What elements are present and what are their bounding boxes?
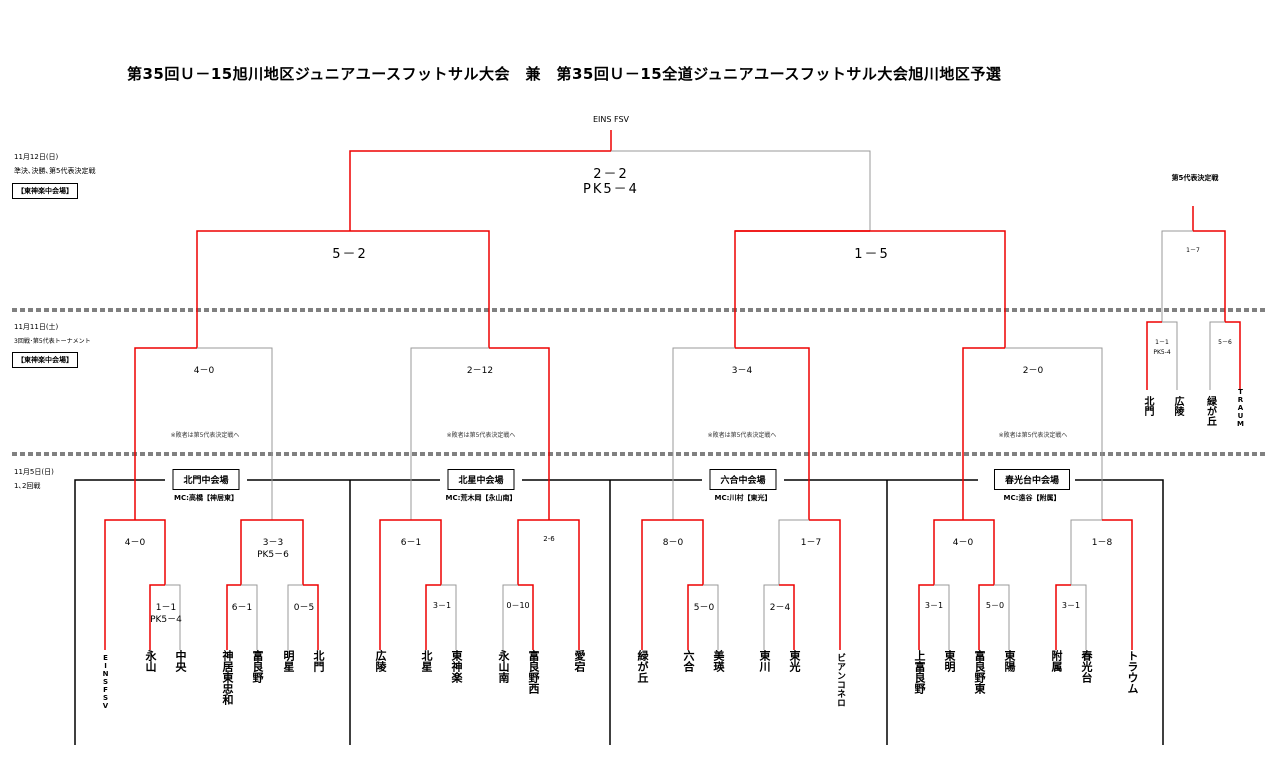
r3-score: 4－0 — [193, 366, 215, 376]
first-day-date: 11月5日(日) — [14, 468, 54, 476]
champion-label: EINS FSV — [592, 115, 630, 124]
r1-score: 3－1 — [432, 601, 452, 610]
team-name: 愛宕 — [573, 650, 586, 672]
page-title: 第35回Ｕ－15旭川地区ジュニアユースフットサル大会 兼 第35回Ｕ－15全道ジ… — [127, 65, 1002, 83]
final-pk: PK5－4 — [583, 182, 639, 197]
loser-note: ※敗者は第5代表決定戦へ — [998, 432, 1068, 439]
r3-score: 2－0 — [1022, 366, 1044, 376]
team-name: 春光台 — [1080, 650, 1093, 683]
team-name: 六合 — [682, 650, 695, 672]
mid-day-date: 11月11日(土) — [14, 323, 59, 331]
venue-box: 六合中会場 — [709, 469, 777, 490]
team-name: トラウム — [1126, 650, 1139, 694]
final-day-date: 11月12日(日) — [14, 153, 59, 161]
r2-score: 4－0 — [952, 538, 974, 548]
team-name: 東神楽 — [450, 650, 463, 683]
r1-score: 5－0 — [693, 603, 715, 613]
r3-score: 3－4 — [731, 366, 753, 376]
r2-score: 4－0 — [124, 538, 146, 548]
team-name: EINSFSV — [101, 654, 110, 710]
r1-score: 3－1 — [924, 601, 944, 610]
r1-score: 3－1 — [1061, 601, 1081, 610]
loser-note: ※敗者は第5代表決定戦へ — [707, 432, 777, 439]
first-day-desc: 1､2回戦 — [14, 482, 41, 490]
final-day-venue: 【東神楽中会場】 — [12, 183, 78, 199]
venue-mc: MC:遠谷【附属】 — [1003, 494, 1061, 502]
venue-box: 北門中会場 — [172, 469, 240, 490]
team-name: 明星 — [282, 650, 295, 672]
final-day-desc: 準決､決勝､第5代表決定戦 — [14, 167, 96, 175]
r1-score-pk: PK5－4 — [150, 615, 182, 625]
team-name: 富良野東 — [973, 650, 986, 694]
round2-bracket — [104, 519, 1133, 650]
fifth-team: 緑が丘 — [1204, 396, 1216, 426]
r2-score: 6－1 — [400, 538, 422, 548]
team-name: 美瑛 — [712, 650, 725, 672]
loser-note: ※敗者は第5代表決定戦へ — [170, 432, 240, 439]
fifth-place-bracket — [1146, 206, 1241, 390]
team-name: 北星 — [420, 650, 433, 672]
r1-score: 6－1 — [231, 603, 253, 613]
loser-note: ※敗者は第5代表決定戦へ — [446, 432, 516, 439]
r1-score: 0－5 — [293, 603, 315, 613]
fifth-team: 広陵 — [1172, 396, 1183, 416]
round1-bracket — [149, 584, 1087, 650]
venue-box: 北星中会場 — [447, 469, 515, 490]
fifth-title: 第5代表決定戦 — [1171, 174, 1219, 182]
final-score: 2－2 — [593, 167, 629, 182]
team-name: 東明 — [943, 650, 956, 672]
team-name: 北門 — [312, 650, 325, 672]
mid-day-desc: 3回戦･第5代表トーナメント — [14, 338, 91, 345]
semi-left-score: 5－2 — [332, 247, 368, 262]
team-name: 東光 — [788, 650, 801, 672]
team-name: 上富良野 — [913, 650, 926, 694]
team-name: 中央 — [174, 650, 187, 672]
team-name: ビアンコネロ — [835, 653, 845, 707]
semi-right-score: 1－5 — [854, 247, 890, 262]
r2-score-pk: PK5－6 — [257, 550, 289, 560]
team-name: 附属 — [1050, 650, 1063, 672]
fifth-b-score: 5－6 — [1218, 339, 1232, 346]
fifth-team: 北門 — [1142, 396, 1153, 416]
fifth-a-score: 1－1 — [1155, 339, 1169, 346]
final-bracket — [196, 130, 1006, 348]
r1-score: 1－1 — [155, 603, 177, 613]
venue-mc: MC:高橋【神居東】 — [174, 494, 238, 502]
r2-score: 1－8 — [1091, 538, 1113, 548]
team-name: 永山南 — [497, 650, 510, 683]
team-name: 東陽 — [1003, 650, 1016, 672]
r2-score: 1－7 — [800, 538, 822, 548]
mid-day-venue: 【東神楽中会場】 — [12, 352, 78, 368]
venue-mc: MC:川村【東光】 — [714, 494, 772, 502]
venue-box: 春光台中会場 — [993, 469, 1071, 490]
fifth-team: TRAUM — [1236, 388, 1245, 428]
r2-score: 3－3 — [262, 538, 284, 548]
team-name: 永山 — [144, 650, 157, 672]
r1-score: 2－4 — [769, 603, 791, 613]
r1-score: 5－0 — [985, 601, 1005, 610]
fifth-a-pk: PK5-4 — [1153, 349, 1171, 356]
fifth-final-score: 1－7 — [1186, 247, 1200, 254]
venue-frame — [74, 479, 1164, 745]
r1-score: 0－10 — [506, 601, 530, 610]
team-name: 東川 — [758, 650, 771, 672]
round3-bracket — [134, 347, 1103, 520]
r2-score: 2-6 — [543, 535, 555, 543]
r3-score: 2－12 — [466, 366, 494, 376]
team-name: 神居東忠和 — [221, 650, 234, 705]
team-name: 富良野 — [251, 650, 264, 683]
team-name: 広陵 — [374, 650, 387, 672]
r2-score: 8－0 — [662, 538, 684, 548]
team-name: 富良野西 — [527, 650, 540, 694]
team-name: 緑が丘 — [636, 650, 649, 683]
venue-mc: MC:荒木岡【永山南】 — [445, 494, 517, 502]
